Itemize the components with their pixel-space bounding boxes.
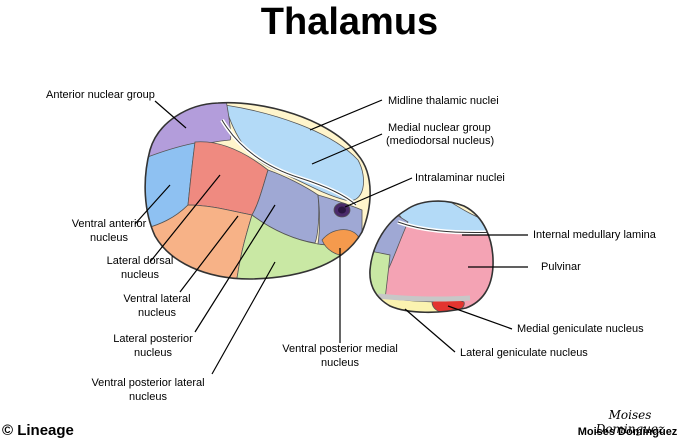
label-medial-nuclear-group: Medial nuclear group (388, 122, 491, 134)
label-medial-geniculate: Medial geniculate nucleus (517, 323, 644, 335)
label-ventral-lateral: Ventral lateral (123, 293, 191, 305)
internal-medullary-lamina-left-edge (221, 119, 357, 206)
label-intralaminar-nuclei: Intralaminar nuclei (415, 172, 505, 184)
leader-intralaminar (344, 177, 413, 208)
label-lateral-geniculate: Lateral geniculate nucleus (460, 347, 588, 359)
label-lateral-posterior: Lateral posterior (113, 333, 193, 345)
leader-lateral-geniculate (404, 308, 456, 353)
leader-anterior (154, 100, 187, 129)
leader-lines (134, 99, 528, 375)
label-ventral-posterior-medial: Ventral posterior medial (282, 343, 398, 355)
leader-medial (311, 133, 383, 165)
label-ventral-posterior-lateral-2: nucleus (129, 391, 167, 403)
leader-medial-geniculate (447, 305, 513, 330)
label-mediodorsal-nucleus: (mediodorsal nucleus) (386, 135, 495, 147)
label-internal-medullary-lamina: Internal medullary lamina (533, 229, 656, 241)
author-name: Moises Dominguez (577, 426, 678, 438)
label-lateral-dorsal: Lateral dorsal (106, 255, 174, 267)
label-lateral-dorsal-2: nucleus (121, 269, 159, 281)
region-lateral-posterior (251, 169, 320, 244)
leader-ventral-posterior-lateral (211, 261, 276, 375)
label-pulvinar: Pulvinar (541, 261, 581, 273)
label-ventral-lateral-2: nucleus (138, 307, 176, 319)
signature: Moises Dominguez (595, 408, 665, 436)
leader-ventral-lateral (179, 215, 239, 293)
diagram-title: Thalamus (260, 1, 439, 43)
pulvinar-lamina-band (377, 293, 471, 302)
label-midline-thalamic-nuclei: Midline thalamic nuclei (388, 95, 499, 107)
internal-medullary-lamina-right-edge (397, 221, 494, 234)
label-ventral-posterior-medial-2: nucleus (321, 357, 359, 369)
label-ventral-anterior-2: nucleus (90, 232, 128, 244)
label-anterior-nuclear-group: Anterior nuclear group (46, 89, 155, 101)
leader-lateral-posterior (194, 204, 276, 333)
leader-midline (309, 99, 383, 131)
intralaminar-spot-inner (338, 206, 346, 214)
copyright-lineage: © Lineage (2, 422, 74, 439)
left-thalamus-outline (144, 101, 371, 280)
label-ventral-posterior-lateral: Ventral posterior lateral (91, 377, 205, 389)
right-pulvinar (369, 201, 494, 313)
leader-lateral-dorsal (149, 174, 221, 263)
label-ventral-anterior: Ventral anterior (71, 218, 147, 230)
right-pulvinar-outline (369, 200, 494, 314)
label-lateral-posterior-2: nucleus (134, 347, 172, 359)
leader-ventral-anterior (134, 184, 171, 225)
